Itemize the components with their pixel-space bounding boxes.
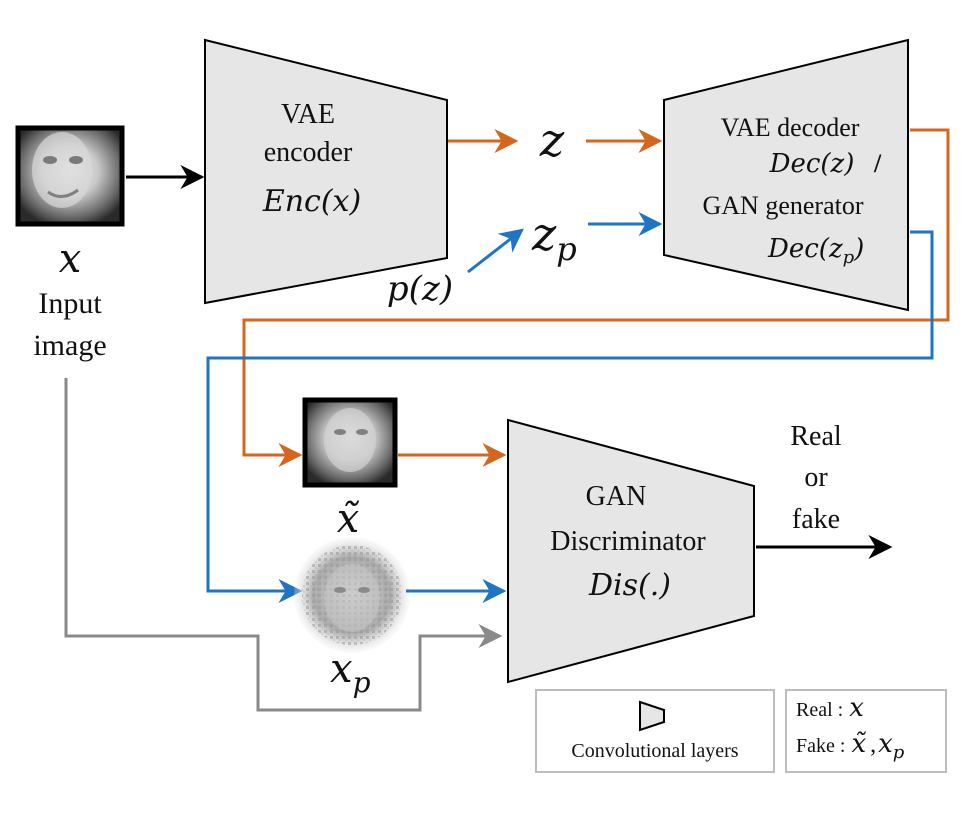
arrow-prior-to-zp <box>467 228 524 274</box>
discriminator-block <box>507 418 755 684</box>
legend-real-label: Real : <box>796 699 843 721</box>
conv-layer-icon <box>639 700 665 732</box>
latent-z: z <box>539 113 565 167</box>
sample-symbol-sub: p <box>353 666 371 699</box>
output-line1: Real <box>790 421 842 452</box>
input-symbol: x <box>59 236 82 282</box>
legend-real-value: x <box>849 693 864 723</box>
sample-image <box>294 537 410 653</box>
decoder-block <box>663 38 909 312</box>
latent-prior: p(z) <box>387 269 453 309</box>
discriminator-expr: Dis(.) <box>588 568 671 603</box>
legend-fake-value2-base: x <box>878 729 893 759</box>
legend-conv-box: Convolutional layers <box>535 689 775 773</box>
output-line2: or <box>804 462 828 493</box>
blue-feedback-line <box>206 230 934 603</box>
output-line3: fake <box>792 504 840 535</box>
legend-fake-value2-sub: p <box>893 742 905 763</box>
legend-real-fake-box: Real :x Fake :x̃,xp <box>785 689 947 773</box>
reconstruction-symbol: x̃ <box>337 496 360 542</box>
legend-fake-sep: , <box>870 732 876 758</box>
decoder-expr2-base: Dec(z <box>767 234 843 264</box>
input-label-line1: Input <box>38 287 102 320</box>
sample-symbol-base: x <box>330 646 353 692</box>
legend-fake: Fake : x̃,xp <box>796 729 905 763</box>
encoder-block <box>204 38 448 305</box>
legend-fake-label: Fake : <box>796 735 845 757</box>
latent-zp-base: z <box>531 207 557 261</box>
decoder-expr1: Dec(z) <box>769 149 855 179</box>
discriminator-line1: GAN <box>586 481 647 512</box>
decoder-expr2: Dec(zp) <box>767 234 864 268</box>
decoder-slash: / <box>873 149 882 178</box>
legend-conv-label: Convolutional layers <box>571 740 738 762</box>
decoder-line2: GAN generator <box>703 191 864 220</box>
sample-symbol: xp <box>330 646 371 699</box>
gray-real-line <box>64 378 503 712</box>
decoder-line1: VAE decoder <box>721 113 860 142</box>
encoder-line2: encoder <box>264 137 353 168</box>
orange-feedback-line <box>242 128 950 467</box>
decoder-expr2-close: ) <box>853 234 864 264</box>
encoder-expr: Enc(x) <box>262 184 361 219</box>
legend-fake-value1: x̃ <box>851 729 866 759</box>
decoder-expr2-sub: p <box>843 247 855 268</box>
encoder-line1: VAE <box>281 99 335 130</box>
legend-real: Real : x <box>796 693 864 723</box>
latent-zp-sub: p <box>556 230 576 268</box>
reconstruction-image <box>302 397 398 488</box>
latent-zp: zp <box>531 207 577 268</box>
input-label-line2: image <box>33 329 106 362</box>
discriminator-line2: Discriminator <box>550 526 706 557</box>
input-image <box>15 125 125 227</box>
